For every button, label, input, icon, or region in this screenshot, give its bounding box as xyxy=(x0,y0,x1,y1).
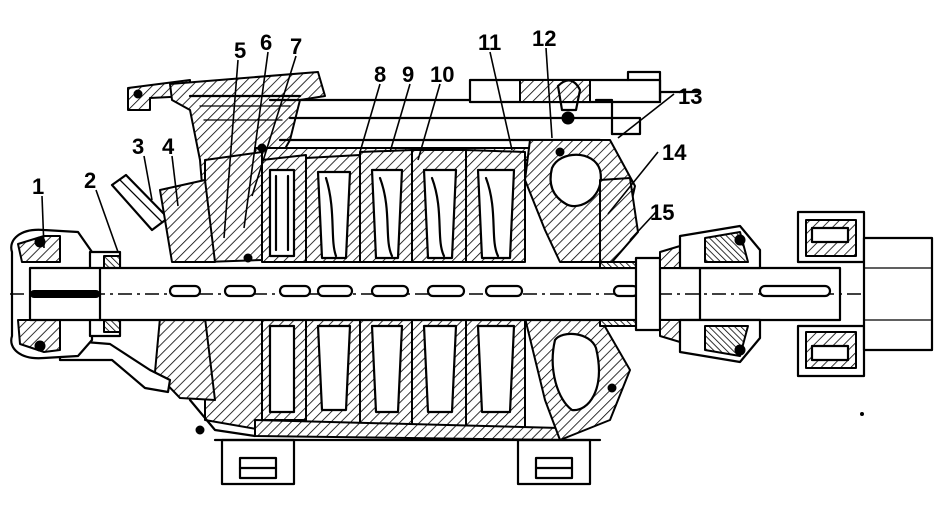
callout-9: 9 xyxy=(402,62,414,87)
callout-1: 1 xyxy=(32,174,44,199)
callout-labels: 1 2 3 4 5 6 7 8 9 10 11 12 13 14 15 xyxy=(32,26,702,225)
callout-12: 12 xyxy=(532,26,556,51)
coupling xyxy=(796,210,934,378)
balance-device xyxy=(599,239,701,349)
callout-7: 7 xyxy=(290,34,302,59)
callout-10: 10 xyxy=(430,62,454,87)
callout-4: 4 xyxy=(162,134,175,159)
stages-lower xyxy=(261,317,526,429)
callout-3: 3 xyxy=(132,134,144,159)
callout-8: 8 xyxy=(374,62,386,87)
suction-nozzle xyxy=(110,173,170,232)
callout-2: 2 xyxy=(84,168,96,193)
callout-5: 5 xyxy=(234,38,246,63)
bolt-details xyxy=(133,89,864,435)
support-feet xyxy=(213,438,602,486)
leader-lines xyxy=(41,47,675,253)
callout-15: 15 xyxy=(650,200,674,225)
right-bearing-housing xyxy=(678,224,762,364)
callout-11: 11 xyxy=(478,30,501,55)
coupling-sleeve xyxy=(862,236,934,352)
callout-13: 13 xyxy=(678,84,702,109)
stages-upper xyxy=(261,149,526,263)
callout-14: 14 xyxy=(662,140,687,165)
shaft xyxy=(10,266,930,322)
callout-6: 6 xyxy=(260,30,272,55)
casing-lower xyxy=(58,317,631,441)
